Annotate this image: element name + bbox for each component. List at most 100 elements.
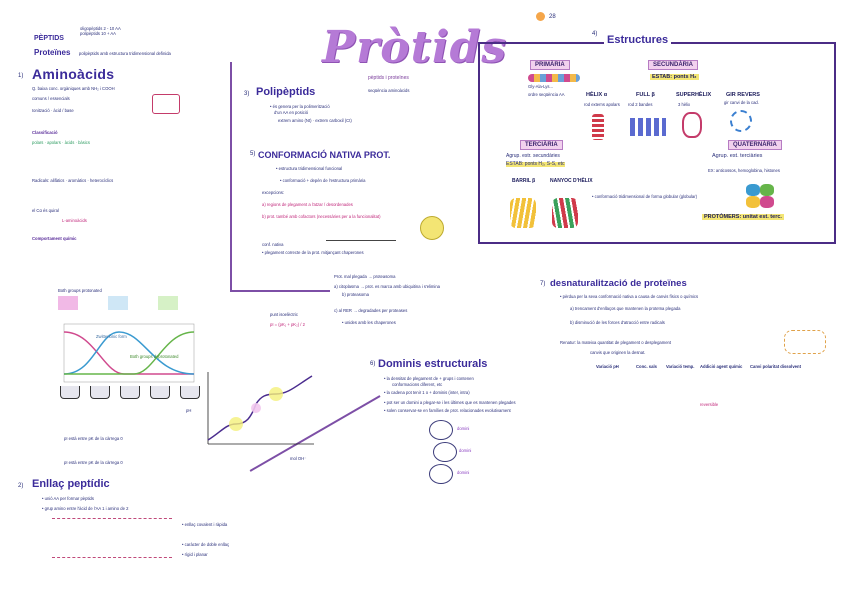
page-number-sun-icon: [536, 12, 545, 21]
s7-title: desnaturalització de proteïnes: [550, 278, 687, 289]
chaperone-icon: [420, 216, 444, 240]
superhelix-note: 3 hèlix: [678, 102, 690, 107]
s4-title: CONFORMACIÓ NATIVA PROT.: [258, 150, 390, 160]
s5-line1: • la densitat de plegament de + grups i …: [384, 376, 474, 381]
tag-secundaria: SECUNDÀRIA: [648, 60, 698, 70]
s2-number: 2): [18, 484, 23, 489]
titration-x-axis: mol OH⁻: [290, 456, 306, 461]
full-beta-icon: [630, 118, 666, 136]
cause-agent: Addició agent químic: [700, 364, 742, 369]
titration-y-axis: pH: [186, 408, 191, 413]
section-polipeptids: 3) Polipèptids • és genera per la polime…: [244, 86, 444, 146]
s1-line2: Ionització · àcid / base: [32, 108, 74, 113]
s2-line3: • enllaç covalent i ràpida: [182, 522, 227, 527]
s4-line1: • estructura tridimensional funcional: [276, 166, 342, 171]
s4-line10: b) proteasoma: [342, 292, 369, 297]
page-number: 28: [549, 15, 556, 20]
quaternaria-note: Agrup. est. terciàries: [712, 154, 762, 159]
s2-line2: • grup amino entre l'àcid de l'AA 1 i am…: [42, 506, 128, 511]
s5-line2: conformacions diferent, etc: [392, 382, 442, 387]
s5-title: Dominis estructurals: [378, 358, 487, 370]
s2-line4: • caràcter de doble enllaç: [182, 542, 229, 547]
s7-line4: Renatur: la mateixa quantitat de plegame…: [560, 340, 671, 345]
quaternaria-example: EX: anticossos, hemoglobina, histones: [708, 168, 780, 173]
beaker-row: [60, 386, 200, 400]
s4-line11: c) al RER → degradades per proteases: [334, 308, 407, 313]
s4-line2: • conformació + depèn de l'estructura pr…: [280, 178, 365, 183]
s2-line1: • unió AA per formar pèptids: [42, 496, 94, 501]
hairpin-icon: [552, 198, 578, 228]
s7-number: 7): [540, 282, 545, 287]
helix-alpha-label: HÈLIX α: [586, 92, 607, 98]
s3-line3: extrem amino (Nt) · extrem carboxil (Ct): [278, 118, 352, 123]
hairpin-label: NANYOC D'HÈLIX: [550, 178, 593, 184]
s5-number: 6): [370, 362, 375, 367]
s1-class-sub-left: polars · apolars · àcids · bàsics: [32, 140, 90, 145]
section-estructures: 4) Estructures PRIMÀRIA Gly-Ala-Lys... o…: [478, 42, 836, 244]
secundaria-estab: ESTAB: ponts H₂: [650, 74, 699, 80]
s5-line3: • la cadena pot tenir 1 o + dominis (int…: [384, 390, 470, 395]
cause-polaritat: Canvi polaritat dissolvent: [750, 364, 801, 369]
tag-primaria: PRIMÀRIA: [530, 60, 570, 70]
s5-line4: • pot ser un domini a plegar-se i les úl…: [384, 400, 516, 405]
header-proteines: Proteïnes polipèptids amb estructura tri…: [34, 42, 171, 60]
s4-line7: • plegament correcte de la prot. mitjanç…: [262, 250, 364, 255]
s4-line5: b) prot. també amb cofactors (necessàrie…: [262, 214, 380, 219]
denaturation-diagram: [784, 330, 826, 354]
s3-title: Polipèptids: [256, 86, 315, 98]
gir-note: gir canvi de la cad.: [724, 100, 759, 105]
quaternaria-icon: [746, 184, 778, 208]
tag-quaternaria: QUATERNÀRIA: [728, 140, 782, 150]
tag-terciaria: TERCIÀRIA: [520, 140, 563, 150]
folding-chain-icon: [326, 230, 396, 241]
s6-number: 4): [592, 32, 597, 37]
domain-label-1: domini: [457, 426, 469, 431]
s2-line5: • rígid i planar: [182, 552, 208, 557]
s7-line2: a) trencament d'enllaços que mantenen la…: [570, 306, 680, 311]
species-box-c: [158, 296, 178, 310]
s1-line4: Radicals: alifàtics · aromàtics · hetero…: [32, 178, 113, 183]
section-enllac: 2) Enllaç peptídic • unió AA per formar …: [12, 478, 272, 578]
s1-line5: Comportament químic: [32, 236, 76, 241]
primaria-seq: Gly-Ala-Lys...: [528, 84, 553, 89]
s3-line1: • és genera per la polimerització: [270, 104, 330, 109]
page-subtitle: pèptids i proteïnes: [368, 76, 409, 81]
primary-chain-icon: [528, 74, 580, 82]
s5-line5: • solen conservar-se en famílies de prot…: [384, 408, 511, 413]
divider-vertical-left: [230, 62, 232, 292]
superhelix-icon: [682, 112, 702, 138]
s1-line6: el Cα és quiral: [32, 208, 59, 213]
s7-line1: • pèrdua per la seva conformació nativa …: [560, 294, 698, 299]
s7-line5: canvis que originen la desnat.: [590, 350, 645, 355]
s4-line3: excepcions:: [262, 190, 284, 195]
species-protonated-text: Both groups protonated: [58, 288, 102, 293]
helix-alpha-icon: [592, 114, 604, 140]
s4-line4: a) regions de plegament a l'atzar / deso…: [262, 202, 353, 207]
species-box-a: [58, 296, 78, 310]
section-aminoacids: 1) Aminoàcids Q. baixa conc. orgàniques …: [12, 66, 227, 476]
primaria-note: ordre seqüència AA: [528, 92, 565, 97]
s1-line7: L-aminoàcids: [62, 218, 87, 223]
s2-title: Enllaç peptídic: [32, 478, 110, 490]
barril-icon: [510, 198, 536, 228]
superhelix-label: SUPERHÈLIX: [676, 92, 711, 98]
full-beta-label: FULL β: [636, 92, 655, 98]
s3-number: 3): [244, 92, 249, 97]
species-zwitter-text: Zwitterionic form: [96, 334, 127, 339]
species-curve-chart: [64, 324, 194, 382]
s1-number: 1): [18, 74, 23, 79]
s1-line3: Classificació: [32, 130, 58, 135]
terciaria-extra: • conformació tridimensional de forma gl…: [592, 194, 697, 199]
domain-label-2: domini: [459, 448, 471, 453]
protomers-label: PROTÒMERS: unitat est. terc.: [702, 214, 784, 220]
gir-label: GIR REVERS: [726, 92, 760, 98]
reversible-tag: reversible: [700, 402, 718, 407]
s1-base-line: pI està entre pK de la càrrega 0: [64, 460, 123, 465]
terciaria-estab: ESTAB: ponts H₂, S-S, etc: [506, 162, 565, 167]
cause-sals: Conc. sals: [636, 364, 657, 369]
proteines-def: polipèptids amb estructura tridimensiona…: [79, 51, 171, 56]
helix-alpha-note: rod externs apolars: [584, 102, 620, 107]
s1-intro: Q. baixa conc. orgàniques amb NH₂ i COOH: [32, 86, 115, 91]
domain-diagram: domini domini domini: [425, 420, 485, 490]
amino-structure-icon: [152, 94, 180, 114]
